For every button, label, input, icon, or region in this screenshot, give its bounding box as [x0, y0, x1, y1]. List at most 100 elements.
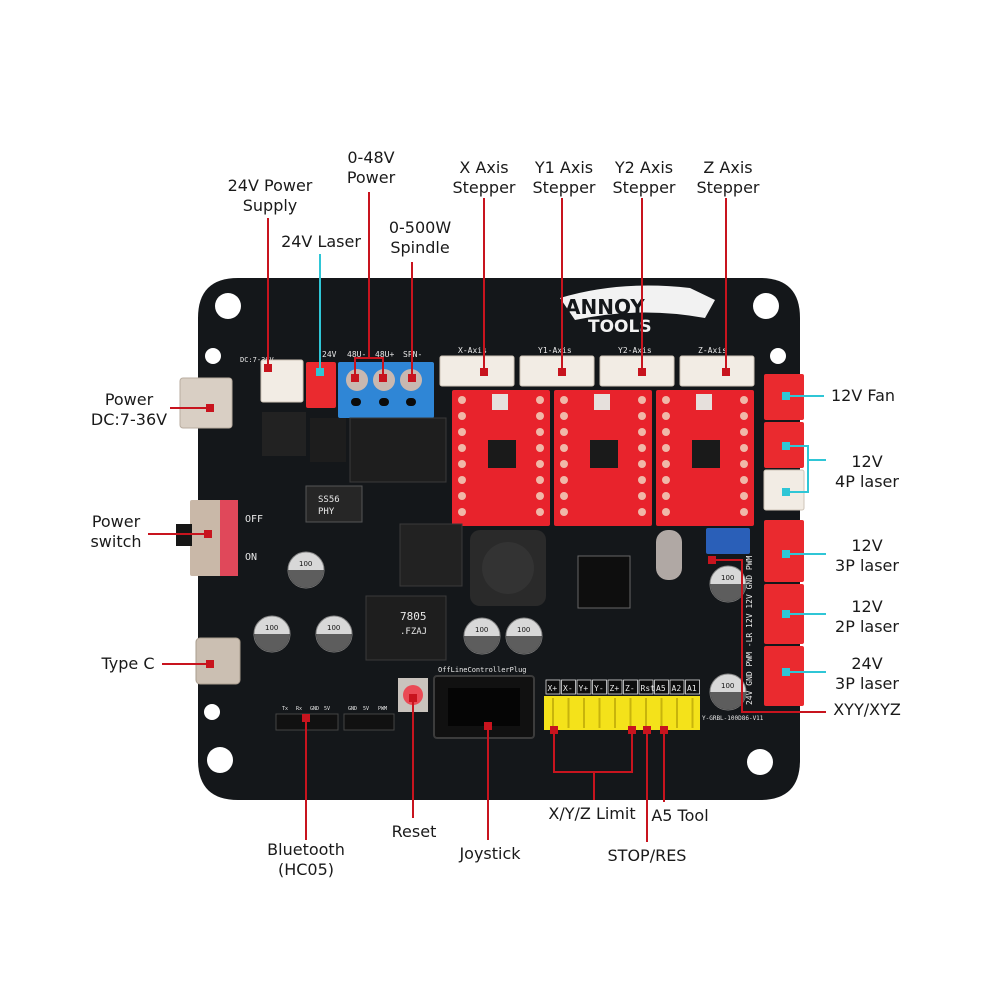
- callout-bluetooth: [302, 714, 310, 840]
- driver-pin: [740, 508, 748, 516]
- label-type-c: Type C: [101, 654, 155, 673]
- z-axis-connector[interactable]: [679, 355, 755, 387]
- crystal: [656, 530, 682, 580]
- callout-marker: [782, 550, 790, 558]
- callout-marker: [638, 368, 646, 376]
- driver-pin: [560, 476, 568, 484]
- callout-marker: [708, 556, 716, 564]
- driver-pin: [536, 476, 544, 484]
- terminal-silkscreen: 48U-: [347, 350, 366, 359]
- stepper-driver-module[interactable]: [656, 390, 754, 526]
- driver-pin: [536, 492, 544, 500]
- limit-pin-label: A2: [672, 684, 682, 693]
- driver-pin: [458, 508, 466, 516]
- mounting-hole: [215, 293, 241, 319]
- callout-marker: [628, 726, 636, 734]
- callout-y1-axis: [558, 198, 566, 376]
- driver-pin: [662, 444, 670, 452]
- limit-pin-label: Y-: [594, 684, 604, 693]
- capacitor-label: 100: [299, 560, 312, 568]
- callout-a5-tool: [660, 726, 668, 802]
- driver-potentiometer: [696, 394, 712, 410]
- axis-silkscreen: Y2-Axis: [618, 346, 652, 355]
- callout-z-axis: [722, 198, 730, 376]
- callout-marker: [643, 726, 651, 734]
- driver-pin: [560, 444, 568, 452]
- driver-potentiometer: [492, 394, 508, 410]
- driver-pin: [536, 428, 544, 436]
- mosfet: [310, 418, 346, 462]
- driver-pin: [740, 492, 748, 500]
- label-stop-res: STOP/RES: [607, 846, 687, 865]
- mosfet: [262, 412, 306, 456]
- capacitor: 100: [709, 565, 747, 603]
- callout-type-c: [162, 660, 214, 668]
- callout-line: [786, 445, 826, 461]
- mounting-hole: [204, 704, 220, 720]
- limit-switch-header[interactable]: [544, 696, 700, 730]
- driver-pin: [662, 412, 670, 420]
- callout-marker: [782, 488, 790, 496]
- driver-pin: [536, 460, 544, 468]
- label-xyz-limit: X/Y/Z Limit: [548, 804, 636, 823]
- y1-axis-connector[interactable]: [519, 355, 595, 387]
- callout-marker: [550, 726, 558, 734]
- driver-pin: [638, 412, 646, 420]
- callout-marker: [480, 368, 488, 376]
- callout-marker: [782, 668, 790, 676]
- callout-marker: [558, 368, 566, 376]
- pwm-pin-label: PWM: [378, 706, 387, 712]
- laser-24v-connector[interactable]: [306, 362, 336, 408]
- board-id-silkscreen: Y-GRBL-100D86-V11: [702, 715, 764, 722]
- joystick-header[interactable]: [433, 675, 535, 739]
- driver-pin: [740, 396, 748, 404]
- pwm-header[interactable]: [343, 713, 395, 731]
- type-c-port[interactable]: [195, 637, 241, 685]
- driver-pin: [560, 428, 568, 436]
- driver-pin: [536, 396, 544, 404]
- driver-pin: [536, 508, 544, 516]
- stepper-driver-module[interactable]: [452, 390, 550, 526]
- driver-pin: [638, 492, 646, 500]
- driver-pin: [536, 412, 544, 420]
- callout-y2-axis: [638, 198, 646, 376]
- label-reset: Reset: [391, 822, 437, 841]
- buck-chip: [399, 523, 463, 587]
- y2-axis-connector[interactable]: [599, 355, 675, 387]
- axis-silkscreen: X-Axis: [458, 346, 487, 355]
- label-bluetooth: Bluetooth(HC05): [267, 840, 345, 879]
- dc-power-jack[interactable]: [179, 377, 233, 429]
- brand-line1: ANNOY: [565, 295, 645, 319]
- callout-marker: [782, 392, 790, 400]
- callout-xyz-limit-b: [594, 726, 636, 773]
- capacitor-label: 100: [265, 624, 278, 632]
- switch-on-label: ON: [245, 552, 257, 563]
- driver-pin: [536, 444, 544, 452]
- driver-pin: [458, 492, 466, 500]
- label-24v-laser: 24V Laser: [281, 232, 361, 251]
- callout-power-switch: [148, 530, 212, 538]
- limit-pin-label-box: [545, 679, 561, 695]
- limit-pin-label: A5: [656, 684, 666, 693]
- limit-pin-label: X+: [548, 684, 558, 693]
- driver-pin: [458, 396, 466, 404]
- callout-marker: [409, 694, 417, 702]
- driver-pin: [560, 396, 568, 404]
- driver-pin: [560, 492, 568, 500]
- callout-24v-3p: [782, 668, 826, 676]
- xyy-xyz-jumper[interactable]: [706, 528, 750, 554]
- driver-pin: [662, 476, 670, 484]
- callout-xyy-xyz: [708, 556, 826, 713]
- driver-pin: [560, 508, 568, 516]
- stepper-driver-module[interactable]: [554, 390, 652, 526]
- bt-pin-label: Rx: [296, 706, 302, 712]
- driver-pin: [638, 444, 646, 452]
- callout-x-axis: [480, 198, 488, 376]
- terminal-silkscreen: 48U+: [375, 350, 394, 359]
- screw-terminal[interactable]: [338, 362, 434, 418]
- x-axis-connector[interactable]: [439, 355, 515, 387]
